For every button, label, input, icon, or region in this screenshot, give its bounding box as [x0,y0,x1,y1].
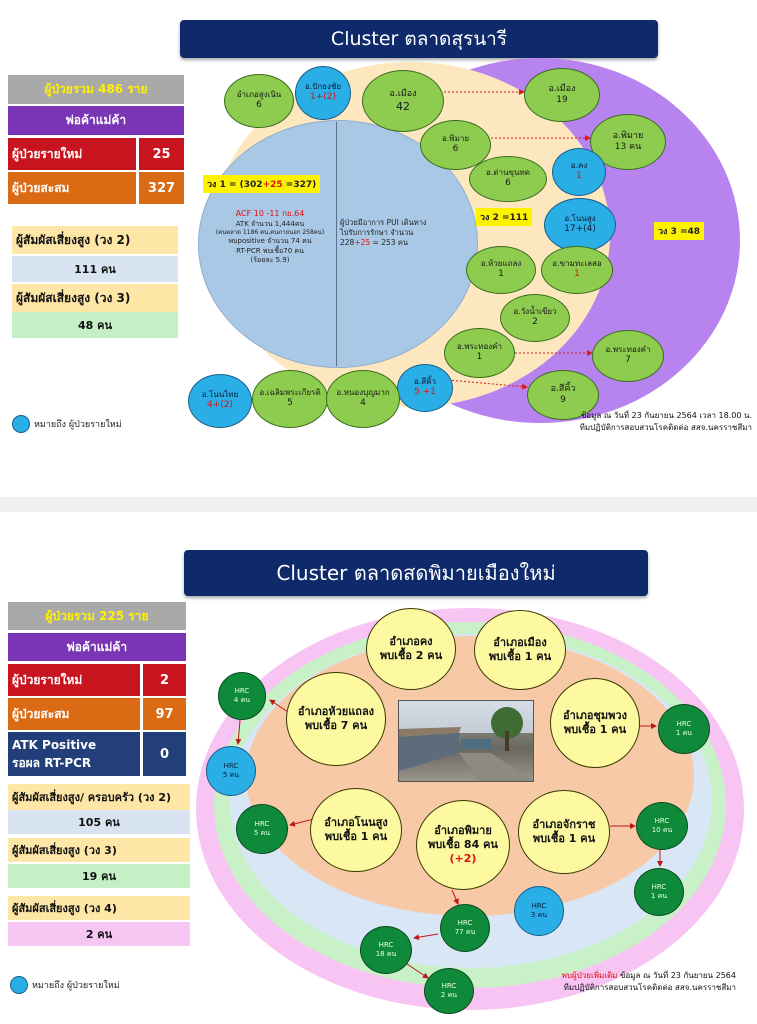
ring3-tag: วง 3 =48 [654,222,705,240]
acf-line2: ATK จำนวน 1,444คน [235,219,305,228]
cluster-panel-phimai-market: Cluster ตลาดสดพิมายเมืองใหม่ ผู้ป่วยรวม … [0,512,757,1024]
data-source: พบผู้ป่วยเพิ่มเติม ข้อมูล ณ วันที่ 23 กั… [510,970,736,994]
cumulative-value: 327 [139,172,184,204]
new-patients-label: ผู้ป่วยรายใหม่ [8,138,136,170]
acf-line5: RT-PCR พบเชื้อ70 คน [236,246,304,255]
ring3-value: 48 คน [12,312,178,338]
cumulative-label: ผู้ป่วยสะสม [8,698,140,730]
acf-line4: พบpositive จำนวน 74 คน [228,237,312,246]
district-node-non-sung: อำเภอโนนสูงพบเชื้อ 1 คน [310,788,402,872]
new-patients-value: 25 [139,138,184,170]
ring1-tag-c: =327) [282,180,317,190]
panel-title: Cluster ตลาดสุรนารี [180,20,658,58]
district-node-mueang: อำเภอเมืองพบเชื้อ 1 คน [474,610,566,690]
source-line1: พบผู้ป่วยเพิ่มเติม ข้อมูล ณ วันที่ 23 กั… [561,971,736,980]
cumulative-label: ผู้ป่วยสะสม [8,172,136,204]
acf-line1: ACF 10 -11 กย.64 [235,209,305,218]
panel-title: Cluster ตลาดสดพิมายเมืองใหม่ [184,550,648,596]
district-node-huai-thalaeng: อำเภอห้วยแถลงพบเชื้อ 7 คน [286,672,386,766]
data-source: ข้อมูล ณ วันที่ 23 กันยายน 2564 เวลา 18.… [540,410,752,434]
district-node-khong: อำเภอคงพบเชื้อ 2 คน [366,608,456,690]
ring2-label: ผู้สัมผัสเสี่ยงสูง/ ครอบครัว (วง 2) [8,784,190,810]
district-node-chakkarat: อำเภอจักราชพบเชื้อ 1 คน [518,790,610,874]
legend-dot [10,976,28,994]
ring1-tag-b: +25 [262,180,283,190]
legend-dot [12,415,30,433]
ring1-divider [336,122,337,366]
market-photo-drawing [399,707,533,781]
connection-arrows [444,89,593,390]
district-node-phimai: อำเภอพิมายพบเชื้อ 84 คน(+2) [416,800,510,890]
ring3-label: ผู้สัมผัสเสี่ยงสูง (วง 3) [8,838,190,862]
new-patients-value: 2 [143,664,186,696]
ring4-label: ผู้สัมผัสเสี่ยงสูง (วง 4) [8,896,190,920]
total-patients: ผู้ป่วยรวม 486 ราย [8,75,184,104]
total-patients: ผู้ป่วยรวม 225 ราย [8,602,186,630]
source-line2: ทีมปฏิบัติการสอบสวนโรคติดต่อ สสจ.นครราชส… [563,983,736,992]
ring2-value: 111 คน [12,256,178,282]
district-node-chaloem-phra-kiat: อ.เฉลิมพระเกียรติ5 [252,370,328,428]
acf-line3: (คนตลาด 1186 คน,คนภายนอก 258คน) [215,229,325,237]
pui-summary: ผู้ป่วยมีอาการ PUI เดินทาง ไปรับการรักษา… [340,218,460,248]
cluster-panel-suranari: Cluster ตลาดสุรนารี ผู้ป่วยรวม 486 ราย พ… [0,0,757,497]
ring3-value: 19 คน [8,864,190,888]
cumulative-value: 97 [143,698,186,730]
legend-text: หมายถึง ผู้ป่วยรายใหม่ [34,420,122,430]
ring4-value: 2 คน [8,922,190,946]
source-line1: ข้อมูล ณ วันที่ 23 กันยายน 2564 เวลา 18.… [580,411,752,420]
ring2-label: ผู้สัมผัสเสี่ยงสูง (วง 2) [12,226,178,254]
atk-value: 0 [143,732,186,776]
new-patients-label: ผู้ป่วยรายใหม่ [8,664,140,696]
vendor-header: พ่อค้าแม่ค้า [8,633,186,661]
ring1-tag-a: วง 1 = (302 [207,180,263,190]
legend-text: หมายถึง ผู้ป่วยรายใหม่ [32,981,120,991]
pui-line2: ไปรับการรักษา จำนวน [340,228,414,238]
ring2-tag: วง 2 =111 [476,208,533,226]
pui-line1: ผู้ป่วยมีอาการ PUI เดินทาง [340,218,427,227]
vendor-header: พ่อค้าแม่ค้า [8,106,184,135]
district-node-chum-phuang: อำเภอชุมพวงพบเชื้อ 1 คน [550,678,640,768]
ring2-value: 105 คน [8,810,190,834]
source-line2: ทีมปฏิบัติการสอบสวนโรคติดต่อ สสจ.นครราชส… [579,423,752,432]
acf-line6: (ร้อยละ 5.9) [250,256,290,265]
acf-summary: ACF 10 -11 กย.64 ATK จำนวน 1,444คน (คนตล… [206,209,334,266]
ring3-label: ผู้สัมผัสเสี่ยงสูง (วง 3) [12,284,178,312]
pui-line3: 228+25 = 253 คน [340,238,409,248]
ring1-tag: วง 1 = (302+25 =327) [203,175,321,193]
market-photo [398,700,534,782]
